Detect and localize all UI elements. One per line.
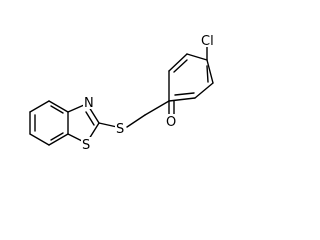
- thiazole-nitrogen-label: N: [84, 96, 94, 111]
- thioether-sulfur-label: S: [116, 122, 124, 137]
- carbonyl-group: [168, 100, 175, 117]
- chlorine-label: Cl: [201, 34, 214, 49]
- chemical-structure-diagram: Cl O S N S: [29, 33, 218, 153]
- structure-canvas: Cl O S N S: [29, 33, 218, 153]
- oxygen-label: O: [166, 115, 176, 130]
- benzene-ring-fused: [29, 100, 69, 146]
- thiazole-ring: [67, 104, 100, 142]
- thiazole-sulfur-label: S: [82, 138, 90, 153]
- chlorophenyl-ring: [168, 53, 214, 102]
- thioether-linker: [98, 100, 170, 128]
- atom-labels: Cl O S N S: [81, 33, 218, 153]
